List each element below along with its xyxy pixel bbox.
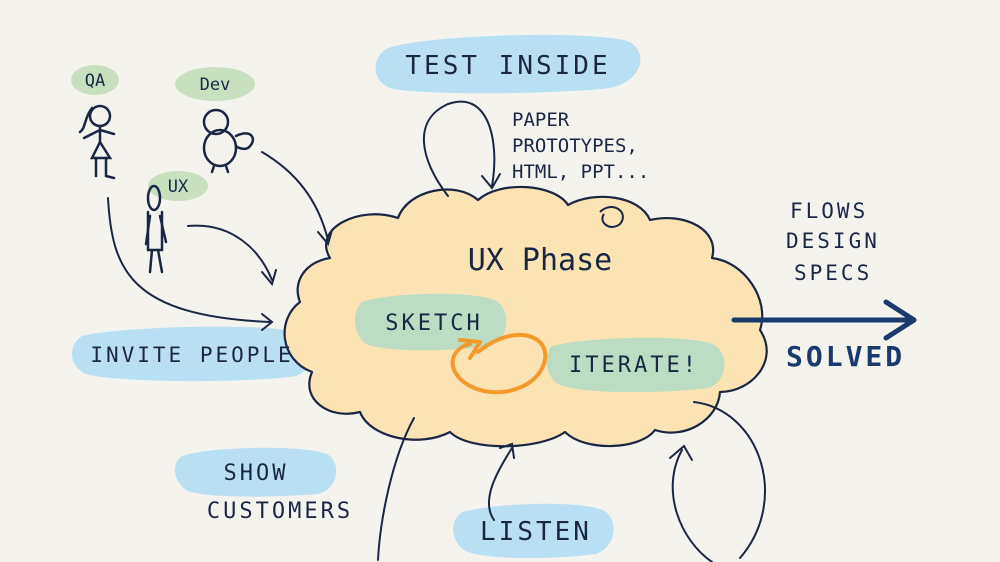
ux-label: UX <box>168 177 189 197</box>
qa-label: QA <box>85 71 105 91</box>
qa-figure <box>78 104 116 180</box>
show-label: SHOW <box>224 461 289 486</box>
sketch-label: SKETCH <box>385 311 482 336</box>
ux-phase-title: UX Phase <box>468 243 613 278</box>
highlight-show <box>174 447 337 497</box>
output-arrow <box>731 299 917 341</box>
highlight-qa <box>71 65 119 95</box>
highlight-invite-people <box>71 326 313 382</box>
invite-people-label: INVITE PEOPLE <box>90 343 293 367</box>
solved-label: SOLVED <box>786 340 905 373</box>
iterate-label: ITERATE! <box>569 353 699 378</box>
highlight-sketch <box>354 293 507 351</box>
test-method-3: HTML, PPT... <box>512 161 649 183</box>
listen-label: LISTEN <box>480 517 592 547</box>
flow-arrows <box>107 100 766 562</box>
output-design: DESIGN <box>786 229 880 253</box>
test-method-1: PAPER <box>512 109 570 131</box>
highlight-iterate <box>546 337 725 393</box>
ux-figure <box>144 184 168 274</box>
highlight-ux <box>148 171 208 201</box>
output-specs: SPECS <box>794 261 872 285</box>
dev-label: Dev <box>200 75 231 95</box>
iterate-loop-icon <box>450 332 548 395</box>
output-flows: FLOWS <box>790 199 868 223</box>
highlight-test-inside <box>375 34 641 94</box>
highlight-dev <box>175 67 255 101</box>
dev-figure <box>202 108 255 174</box>
test-inside-label: TEST INSIDE <box>405 51 610 81</box>
customers-label: CUSTOMERS <box>207 499 353 524</box>
test-method-2: PROTOTYPES, <box>512 135 638 157</box>
